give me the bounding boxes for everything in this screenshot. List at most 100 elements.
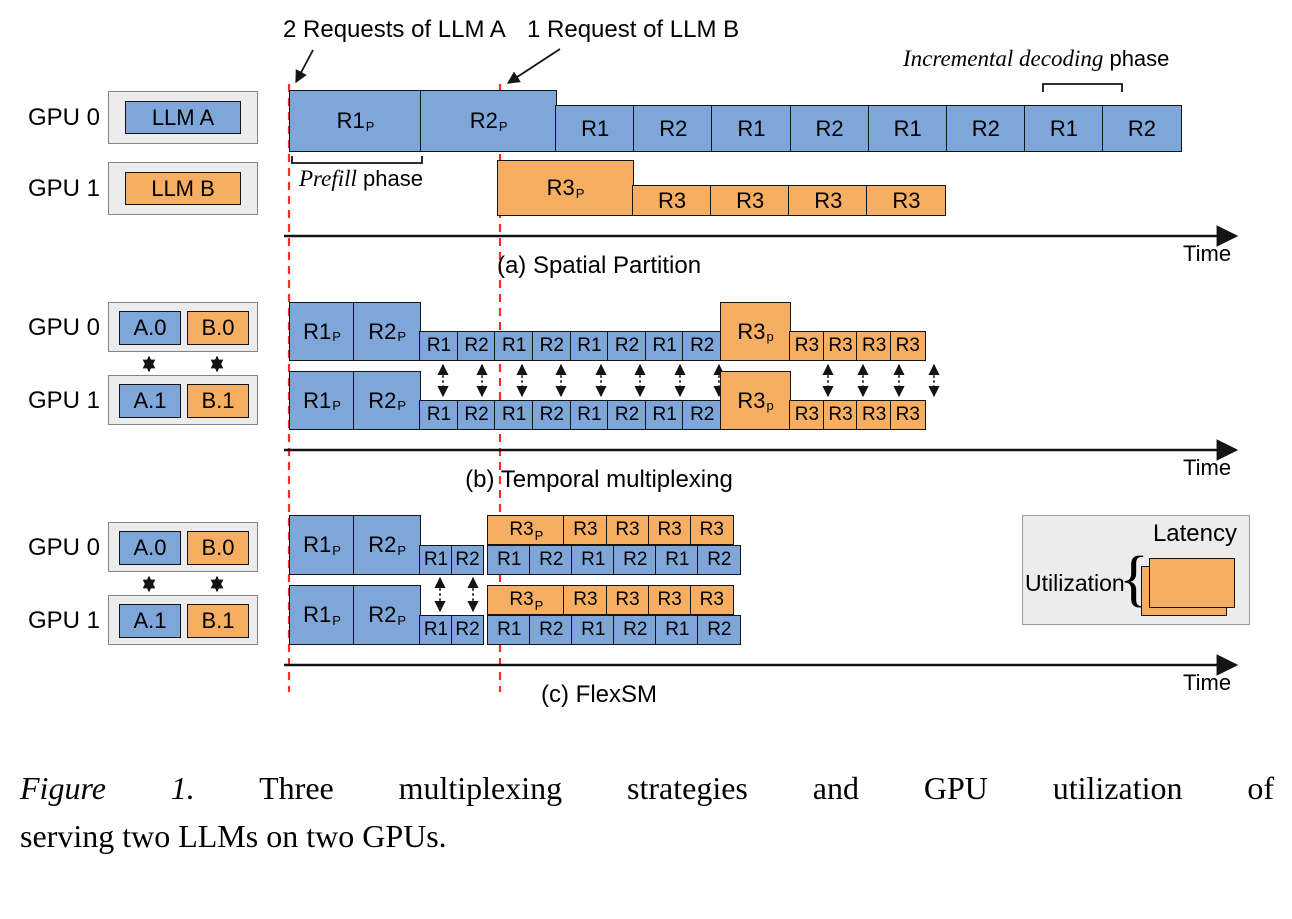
gpu0-label-a: GPU 0 bbox=[28, 104, 101, 131]
decode-box: R1 bbox=[487, 615, 532, 645]
decode-box: R1 bbox=[419, 545, 453, 575]
figure-caption-line1: Figure 1. Three multiplexing strategies … bbox=[20, 764, 1274, 812]
decode-box: R2 bbox=[456, 331, 497, 361]
shard-b0-chip: B.0 bbox=[187, 531, 249, 565]
time-axis-label-c: Time bbox=[1183, 670, 1232, 695]
incremental-decoding-rest: phase bbox=[1103, 46, 1170, 71]
decode-box: R1 bbox=[655, 545, 700, 575]
llm-a-panel: LLM A bbox=[108, 91, 258, 144]
decode-box: R2 bbox=[613, 545, 658, 575]
decode-box: R2 bbox=[529, 615, 574, 645]
shard-b0-chip: B.0 bbox=[187, 311, 249, 345]
decode-box: R1 bbox=[644, 400, 685, 430]
prefill-phase-label: Prefill phase bbox=[299, 166, 423, 192]
decode-box: R3 bbox=[563, 585, 608, 615]
decode-box: R2 bbox=[945, 105, 1026, 152]
decode-box: R1 bbox=[494, 400, 534, 430]
decode-box: R1 bbox=[555, 105, 636, 152]
llm-b-panel: LLM B bbox=[108, 162, 258, 215]
utilization-legend-panel: Latency Utilization { bbox=[1022, 515, 1250, 625]
figure-caption-text1: Three multiplexing strategies and GPU ut… bbox=[259, 770, 1275, 806]
decode-box: R1 bbox=[655, 615, 700, 645]
decode-box: R2 bbox=[633, 105, 714, 152]
decode-box: R3 bbox=[856, 331, 892, 361]
decode-box: R1 bbox=[487, 545, 532, 575]
decode-box: R3 bbox=[563, 515, 608, 545]
decode-box: R2 bbox=[529, 545, 574, 575]
prefill-underbrace bbox=[291, 156, 423, 164]
llm-a-chip: LLM A bbox=[125, 101, 241, 134]
legend-sync-arrows bbox=[142, 355, 224, 593]
decode-box: R2 bbox=[682, 331, 722, 361]
decode-box: R1 bbox=[419, 400, 459, 430]
r1r2-subrow: R1 R2 R1 R2 R1 R2 bbox=[487, 545, 742, 575]
decode-box: R2 bbox=[532, 400, 572, 430]
annotation-request-llm-b: 1 Request of LLM B bbox=[527, 16, 740, 43]
decode-box: R3 bbox=[605, 585, 650, 615]
annotation-requests-llm-a: 2 Requests of LLM A bbox=[283, 16, 506, 43]
decode-box: R2 bbox=[682, 400, 722, 430]
decode-box: R3 bbox=[689, 585, 734, 615]
decode-box: R3 bbox=[789, 331, 825, 361]
section-a-caption: (a) Spatial Partition bbox=[496, 252, 702, 279]
decode-box: R2 bbox=[450, 615, 485, 645]
decode-box: R1 bbox=[571, 545, 616, 575]
decode-box: R1 bbox=[867, 105, 948, 152]
decode-box: R2 bbox=[532, 331, 572, 361]
figure-caption-line2: serving two LLMs on two GPUs. bbox=[20, 818, 447, 854]
decode-box: R3 bbox=[647, 515, 692, 545]
decode-box: R1 bbox=[1023, 105, 1104, 152]
latency-label: Latency bbox=[1152, 520, 1237, 547]
gpu0-shards-panel-b: A.0 B.0 bbox=[108, 302, 258, 352]
shard-b1-chip: B.1 bbox=[187, 604, 249, 638]
decode-box: R3 bbox=[605, 515, 650, 545]
decode-box: R2 bbox=[607, 400, 647, 430]
decode-box: R3 bbox=[689, 515, 734, 545]
shard-a0-chip: A.0 bbox=[119, 531, 181, 565]
decode-box: R1 bbox=[711, 105, 792, 152]
decode-box: R3 bbox=[710, 185, 791, 216]
decode-box: R1 bbox=[571, 615, 616, 645]
decode-box: R3 bbox=[822, 331, 859, 361]
gpu1-label-c: GPU 1 bbox=[28, 607, 101, 634]
figure-caption: Figure 1. Three multiplexing strategies … bbox=[20, 764, 1274, 860]
decode-box: R3 bbox=[788, 185, 869, 216]
gpu1-shards-panel-c: A.1 B.1 bbox=[108, 595, 258, 645]
utilization-label: Utilization bbox=[1025, 570, 1125, 596]
incremental-decoding-label: Incremental decoding phase bbox=[903, 46, 1169, 72]
gpu1-shards-panel-b: A.1 B.1 bbox=[108, 375, 258, 425]
decode-box: R2 bbox=[1101, 105, 1182, 152]
decode-box: R2 bbox=[697, 615, 742, 645]
annotation-arrows bbox=[295, 48, 561, 84]
incremental-decoding-italic: Incremental decoding bbox=[903, 46, 1104, 71]
section-b-caption: (b) Temporal multiplexing bbox=[465, 466, 733, 493]
decode-box: R2 bbox=[456, 400, 497, 430]
decode-box: R1 bbox=[419, 331, 459, 361]
shard-b1-chip: B.1 bbox=[187, 384, 249, 418]
prefill-italic: Prefill bbox=[299, 166, 357, 191]
gpu0-shards-panel-c: A.0 B.0 bbox=[108, 522, 258, 572]
decode-box: R1 bbox=[419, 615, 453, 645]
incremental-decoding-bracket bbox=[1042, 83, 1123, 92]
gpu1-label-a: GPU 1 bbox=[28, 175, 101, 202]
gpu1-label-b: GPU 1 bbox=[28, 387, 101, 414]
shard-a1-chip: A.1 bbox=[119, 384, 181, 418]
